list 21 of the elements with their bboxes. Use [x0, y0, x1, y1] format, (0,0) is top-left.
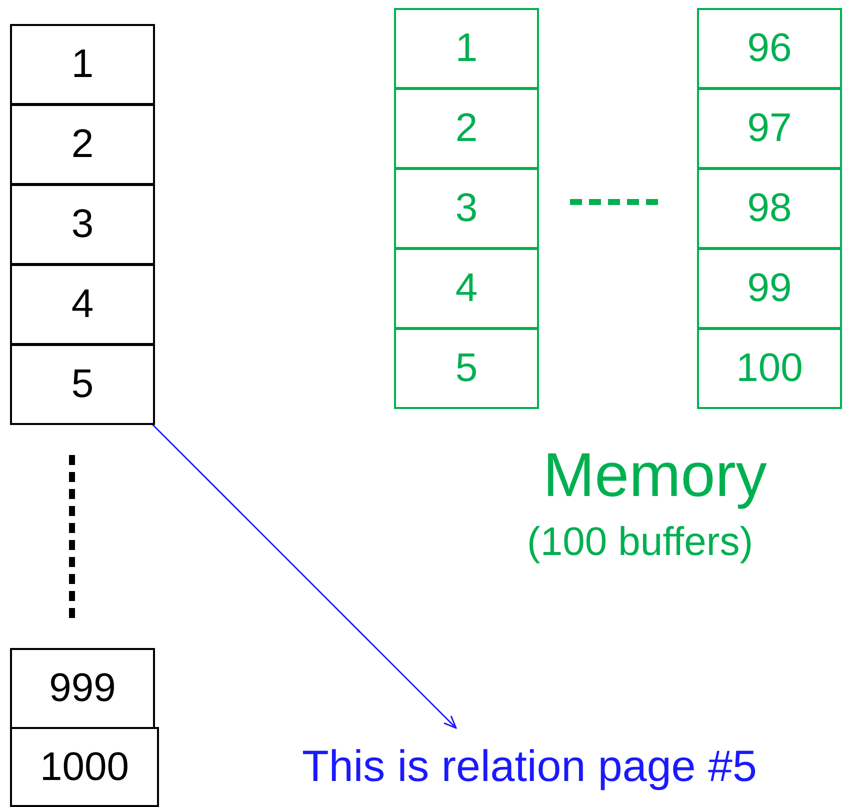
- buffer-cell: 100: [697, 328, 842, 409]
- buffer-count-note: (100 buffers): [527, 520, 754, 565]
- page-cell: 1000: [10, 727, 159, 807]
- buffer-cell: 2: [394, 88, 539, 169]
- page-cell: 3: [10, 184, 155, 265]
- buffer-cell: 97: [697, 88, 842, 169]
- buffer-cell: 98: [697, 168, 842, 249]
- buffer-cell: 96: [697, 8, 842, 89]
- page-cell: 5: [10, 344, 155, 425]
- page-cell: 2: [10, 104, 155, 185]
- page-cell: 999: [10, 648, 155, 729]
- memory-heading: Memory: [543, 440, 767, 511]
- buffer-cell: 99: [697, 248, 842, 329]
- buffer-cell: 3: [394, 168, 539, 249]
- buffer-cell: 5: [394, 328, 539, 409]
- page-cell: 4: [10, 264, 155, 345]
- page-cell: 1: [10, 24, 155, 105]
- buffer-cell: 4: [394, 248, 539, 329]
- arrow: [151, 423, 457, 729]
- note-text: This is relation page #5: [302, 742, 757, 792]
- buffer-cell: 1: [394, 8, 539, 89]
